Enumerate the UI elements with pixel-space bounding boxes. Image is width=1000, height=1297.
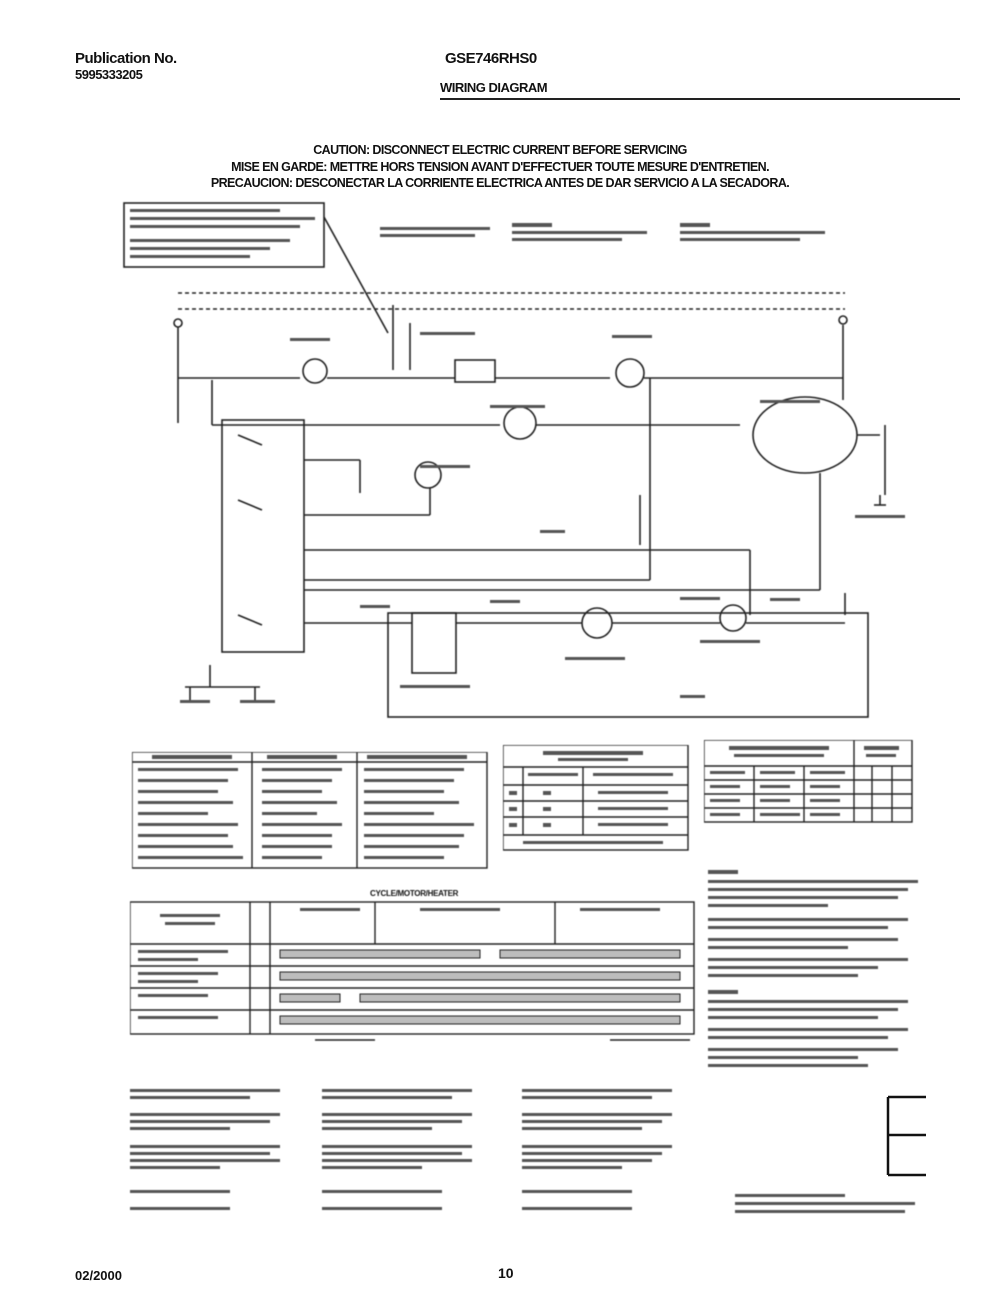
cycle-chart [130,901,695,1041]
bottom-notes [130,1089,672,1210]
caution-fr: MISE EN GARDE: METTRE HORS TENSION AVANT… [231,160,769,174]
page-number: 10 [498,1265,514,1281]
footer-date: 02/2000 [75,1268,122,1283]
caution-es: PRECAUCION: DESCONECTAR LA CORRIENTE ELE… [210,176,790,190]
caution-en: CAUTION: DISCONNECT ELECTRIC CURRENT BEF… [313,143,687,157]
switch-chart-table [704,740,913,823]
diagram-number-block [735,1194,915,1213]
page-marker-bracket [886,1095,926,1177]
symbol-legend-table [132,752,488,869]
publication-label: Publication No. [75,50,177,67]
notes-block [708,870,918,1067]
publication-number: 5995333205 [75,67,143,82]
cycle-chart-title: CYCLE/MOTOR/HEATER [370,889,459,898]
wiring-schematic [123,202,905,718]
header-rule [440,98,960,100]
spec-table [503,745,689,851]
model-number: GSE746RHS0 [445,50,537,67]
page-title: WIRING DIAGRAM [440,80,548,95]
